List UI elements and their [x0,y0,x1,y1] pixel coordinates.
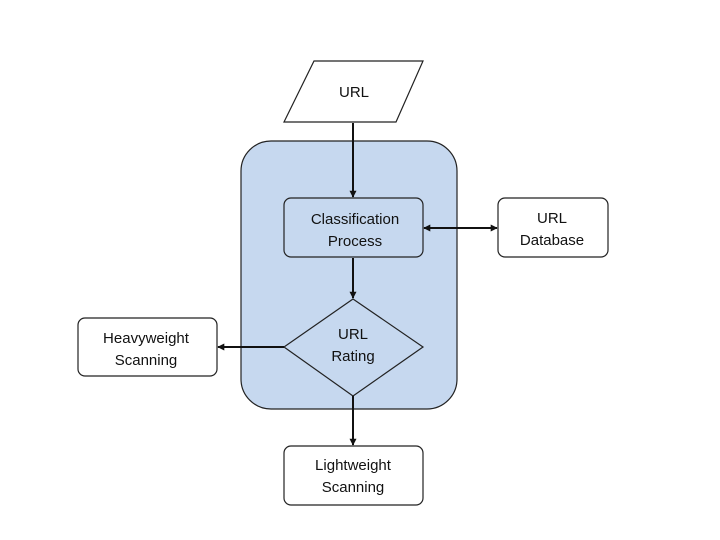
url-database-label-line1: URL [537,210,567,227]
heavyweight-scanning-node: Heavyweight Scanning [77,317,218,377]
lightweight-scanning-label-line2: Scanning [322,479,385,496]
url-database-label-line2: Database [520,232,584,249]
heavyweight-scanning-label-line2: Scanning [115,352,178,369]
url-database-node: URL Database [497,197,609,258]
url-input-node: URL [283,60,424,123]
lightweight-scanning-node: Lightweight Scanning [283,445,424,506]
url-rating-label-line2: Rating [331,348,374,365]
url-rating-label-line1: URL [338,326,368,343]
classification-process-label-line1: Classification [311,211,399,228]
heavyweight-scanning-label-line1: Heavyweight [103,330,190,347]
classification-process-label-line2: Process [328,233,382,250]
url-input-label: URL [339,84,369,101]
classification-process-node: Classification Process [283,197,424,258]
lightweight-scanning-label-line1: Lightweight [315,457,392,474]
